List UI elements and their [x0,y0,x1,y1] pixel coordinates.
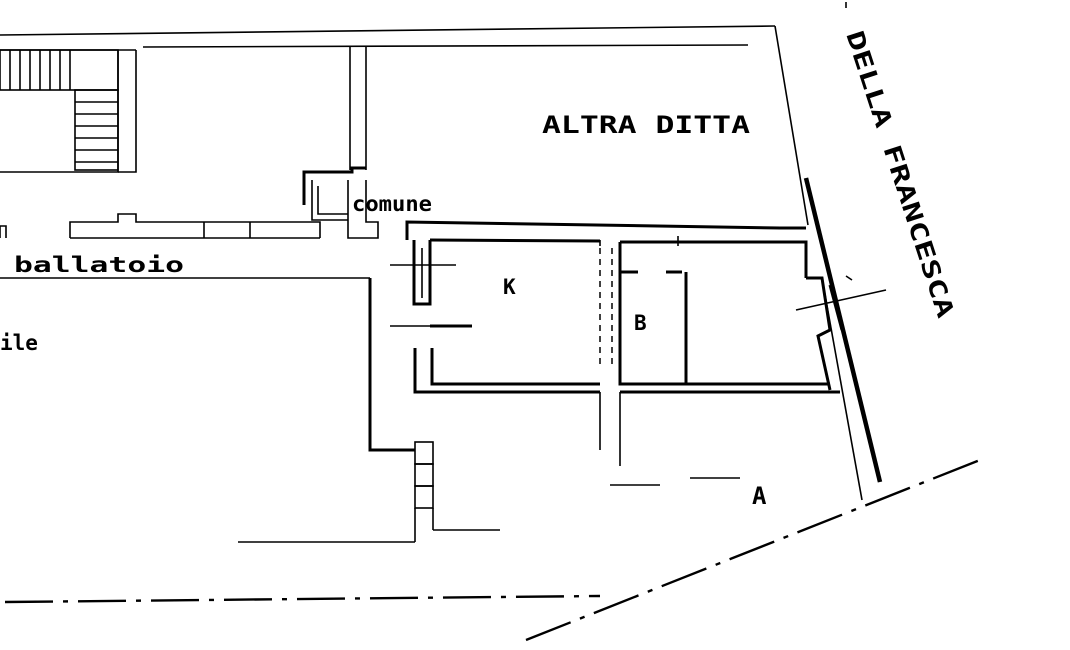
label-ballatoio: ballatoio [14,253,184,277]
staircase [0,49,137,173]
label-altra-ditta: ALTRA DITTA [542,111,751,139]
ballatoio-walls [0,213,370,279]
label-room-k: K [503,275,516,299]
central-pillar [302,47,367,205]
label-room-b: B [634,311,647,335]
property-boundary [4,458,981,642]
lower-walls [238,441,740,543]
corridor-walls [599,392,621,466]
label-comune: comune [352,192,432,216]
street-facade [795,177,887,501]
bathroom-b-walls [599,242,688,386]
door-markers [390,236,679,328]
apartment-walls [405,220,840,394]
common-area [311,180,379,239]
label-room-a: A [752,482,767,510]
label-street-della-francesca: DELLA FRANCESCA [840,27,960,322]
label-cortile-fragment: ile [0,331,38,355]
courtyard-boundary [368,278,415,452]
